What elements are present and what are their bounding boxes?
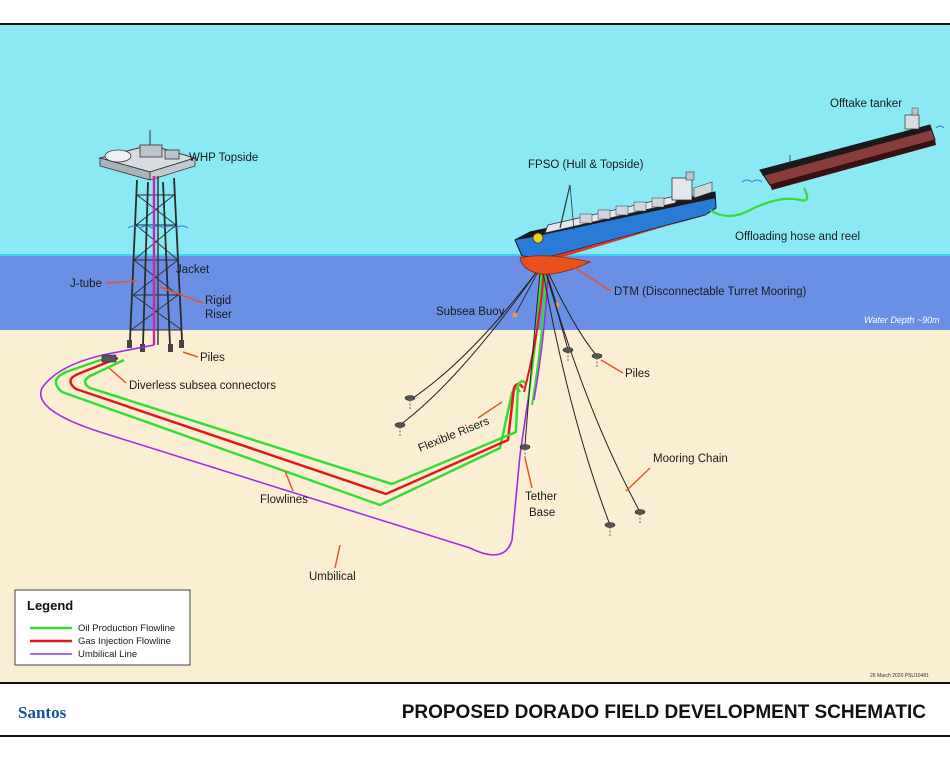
risers-and-moorings — [394, 267, 646, 537]
label-subsea-buoy: Subsea Buoy — [436, 306, 505, 318]
label-rigid-riser-1: Rigid — [205, 295, 231, 307]
dtm-turret — [519, 255, 592, 275]
label-rigid-riser-2: Riser — [205, 309, 232, 321]
offloading-hose — [709, 187, 809, 218]
label-umbilical: Umbilical — [309, 571, 356, 583]
label-jacket: Jacket — [176, 264, 210, 276]
label-flowlines: Flowlines — [260, 494, 308, 506]
label-water-depth: Water Depth ~90m — [864, 315, 940, 325]
label-dtm: DTM (Disconnectable Turret Mooring) — [614, 286, 807, 298]
oil-flowline-inner — [83, 358, 528, 486]
label-whp-topside: WHP Topside — [189, 152, 258, 164]
label-tether-1: Tether — [525, 491, 557, 503]
label-fpso: FPSO (Hull & Topside) — [528, 159, 644, 171]
flowlines — [39, 344, 529, 556]
sky-band — [0, 25, 950, 255]
legend-item-umbilical: Umbilical Line — [78, 649, 137, 660]
umbilical-line — [39, 344, 529, 556]
label-offtake: Offtake tanker — [830, 98, 902, 110]
label-jtube: J-tube — [70, 278, 102, 290]
legend-title: Legend — [27, 598, 73, 613]
label-piles-right: Piles — [625, 368, 650, 380]
label-tether-2: Base — [529, 507, 555, 519]
page-title: PROPOSED DORADO FIELD DEVELOPMENT SCHEMA… — [402, 702, 927, 723]
whp-platform — [98, 130, 197, 352]
santos-logo: Santos — [18, 703, 67, 722]
legend: Legend Oil Production Flowline Gas Injec… — [14, 589, 191, 666]
label-piles-left: Piles — [200, 352, 225, 364]
date-stamp: 26 March 2020 PSU10481 — [870, 673, 929, 679]
legend-item-oil: Oil Production Flowline — [78, 623, 175, 634]
label-diverless: Diverless subsea connectors — [129, 380, 276, 392]
legend-item-gas: Gas Injection Flowline — [78, 636, 171, 647]
offtake-tanker — [741, 107, 945, 190]
label-mooring-chain: Mooring Chain — [653, 453, 728, 465]
label-offloading: Offloading hose and reel — [735, 231, 860, 243]
fpso-vessel — [514, 171, 717, 275]
